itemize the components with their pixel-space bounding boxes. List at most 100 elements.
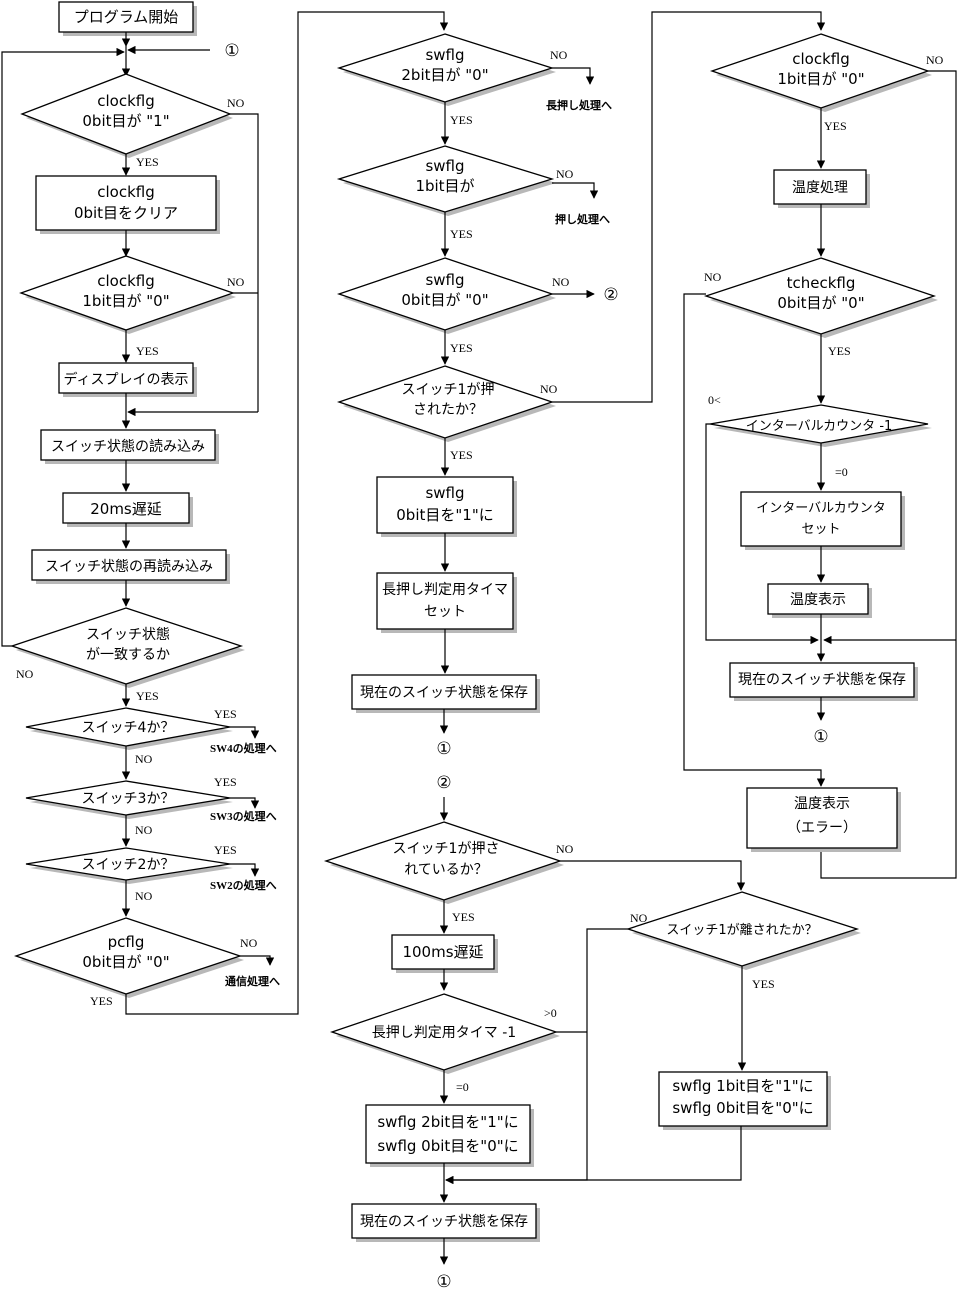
label-eq0: =0 [835, 465, 848, 479]
node-clear-l2: 0bit目をクリア [74, 204, 178, 222]
node-sw2: スイッチ2か？ [82, 857, 175, 873]
node-pcflg-l1: pcflg [108, 933, 145, 951]
label-yes: YES [450, 341, 473, 355]
label-yes: YES [136, 689, 159, 703]
label-sw2-proc: SW2の処理へ [210, 878, 277, 892]
left-column: プログラム開始 ① clockflg 0bit目が "1" NO YES clo… [1, 1, 449, 1015]
label-no: NO [16, 667, 34, 681]
node-set0-l1: swflg [425, 484, 464, 502]
node-clockflg1a-l1: clockflg [97, 272, 155, 290]
label-yes: YES [450, 227, 473, 241]
node-pushed-l1: スイッチ1が押 [402, 382, 495, 398]
label-yes: YES [214, 843, 237, 857]
label-lt0: 0< [708, 393, 721, 407]
connector-1-save1: ① [436, 739, 451, 759]
node-released: スイッチ1が離されたか？ [666, 923, 817, 938]
node-reread: スイッチ状態の再読み込み [45, 558, 213, 575]
node-pushed-l2: されたか？ [413, 402, 483, 418]
node-read: スイッチ状態の読み込み [51, 438, 205, 455]
label-yes: YES [90, 994, 113, 1008]
node-clockflg1b-l2: 1bit目が "0" [777, 70, 864, 88]
label-no: NO [135, 823, 153, 837]
connector-1-save2: ① [436, 1272, 451, 1292]
connector-2-ref: ② [603, 285, 618, 305]
label-gt0: >0 [544, 1006, 557, 1020]
node-pcflg-l2: 0bit目が "0" [82, 953, 169, 971]
label-no: NO [550, 48, 568, 62]
node-clockflg1b-l1: clockflg [792, 50, 850, 68]
node-sw0bit-l2: 0bit目が "0" [401, 291, 488, 309]
label-no: NO [556, 842, 574, 856]
label-yes: YES [828, 344, 851, 358]
label-no: NO [135, 889, 153, 903]
node-sw4: スイッチ4か？ [82, 720, 175, 736]
label-yes: YES [450, 448, 473, 462]
node-short-l2: swflg 0bit目を"0"に [672, 1099, 813, 1117]
label-yes: YES [136, 155, 159, 169]
label-yes: YES [136, 344, 159, 358]
node-long-l2: swflg 0bit目を"0"に [377, 1137, 518, 1155]
connector-1-save3: ① [813, 727, 828, 747]
middle-lower-column: ② スイッチ1が押さ れているか？ NO YES 100ms遅延 長押し判定用タ… [323, 773, 861, 1292]
node-timer-l2: セット [424, 604, 466, 620]
node-sw2bit-l1: swflg [425, 46, 464, 64]
node-delay100: 100ms遅延 [402, 943, 483, 961]
label-yes: YES [452, 910, 475, 924]
node-clockflg1a-l2: 1bit目が "0" [82, 292, 169, 310]
node-timer-l1: 長押し判定用タイマ [382, 582, 508, 598]
node-sw1bit-l2: 1bit目が [415, 177, 474, 195]
label-no: NO [135, 752, 153, 766]
node-sw0bit-l1: swflg [425, 271, 464, 289]
connector-1-top: ① [224, 41, 239, 61]
node-sw3: スイッチ3か？ [82, 791, 175, 807]
node-clear-l1: clockflg [97, 183, 155, 201]
node-timerdec: 長押し判定用タイマ -1 [372, 1025, 516, 1041]
node-display: ディスプレイの表示 [63, 371, 188, 388]
label-sw3-proc: SW3の処理へ [210, 809, 277, 823]
node-sw2bit-l2: 2bit目が "0" [401, 66, 488, 84]
label-no: NO [556, 167, 574, 181]
node-clockflg0-l1: clockflg [97, 92, 155, 110]
node-save3: 現在のスイッチ状態を保存 [738, 672, 906, 688]
node-intset-l2: セット [801, 522, 840, 537]
node-interval: インターバルカウンタ -1 [746, 419, 893, 434]
label-no: NO [227, 275, 245, 289]
node-pressing-l1: スイッチ1が押さ [393, 841, 500, 857]
label-push-proc: 押し処理へ [555, 212, 610, 226]
label-no: NO [540, 382, 558, 396]
node-start: プログラム開始 [74, 8, 179, 26]
node-tcheck-l1: tcheckflg [787, 274, 856, 292]
node-sw1bit-l1: swflg [425, 157, 464, 175]
label-comm-proc: 通信処理へ [225, 974, 280, 988]
node-save2: 現在のスイッチ状態を保存 [360, 1214, 528, 1230]
node-short-l1: swflg 1bit目を"1"に [672, 1077, 813, 1095]
label-yes: YES [214, 775, 237, 789]
label-no: NO [552, 275, 570, 289]
node-save1: 現在のスイッチ状態を保存 [360, 685, 528, 701]
label-yes: YES [214, 707, 237, 721]
connector-2-start: ② [436, 773, 451, 793]
label-no: NO [630, 911, 648, 925]
node-delay20: 20ms遅延 [90, 500, 162, 518]
label-yes: YES [824, 119, 847, 133]
label-no: NO [704, 270, 722, 284]
middle-upper-column: swflg 2bit目が "0" NO 長押し処理へ YES swflg 1bi… [336, 11, 826, 759]
node-pressing-l2: れているか？ [404, 862, 488, 878]
label-no: NO [227, 96, 245, 110]
node-long-l1: swflg 2bit目を"1"に [377, 1113, 518, 1131]
node-temp: 温度処理 [792, 180, 848, 196]
node-tempdisp: 温度表示 [790, 592, 846, 608]
node-match-l1: スイッチ状態 [86, 627, 170, 643]
node-temperr-l2: （エラー） [787, 820, 857, 836]
right-column: clockflg 1bit目が "0" NO YES 温度処理 tcheckfl… [683, 33, 957, 879]
label-no: NO [240, 936, 258, 950]
label-eq0: =0 [456, 1080, 469, 1094]
label-no: NO [926, 53, 944, 67]
node-tcheck-l2: 0bit目が "0" [777, 294, 864, 312]
node-match-l2: が一致するか [86, 647, 170, 663]
node-intset-l1: インターバルカウンタ [756, 501, 885, 516]
node-clockflg0-l2: 0bit目が "1" [82, 112, 169, 130]
label-yes: YES [450, 113, 473, 127]
node-temperr-l1: 温度表示 [794, 796, 850, 812]
